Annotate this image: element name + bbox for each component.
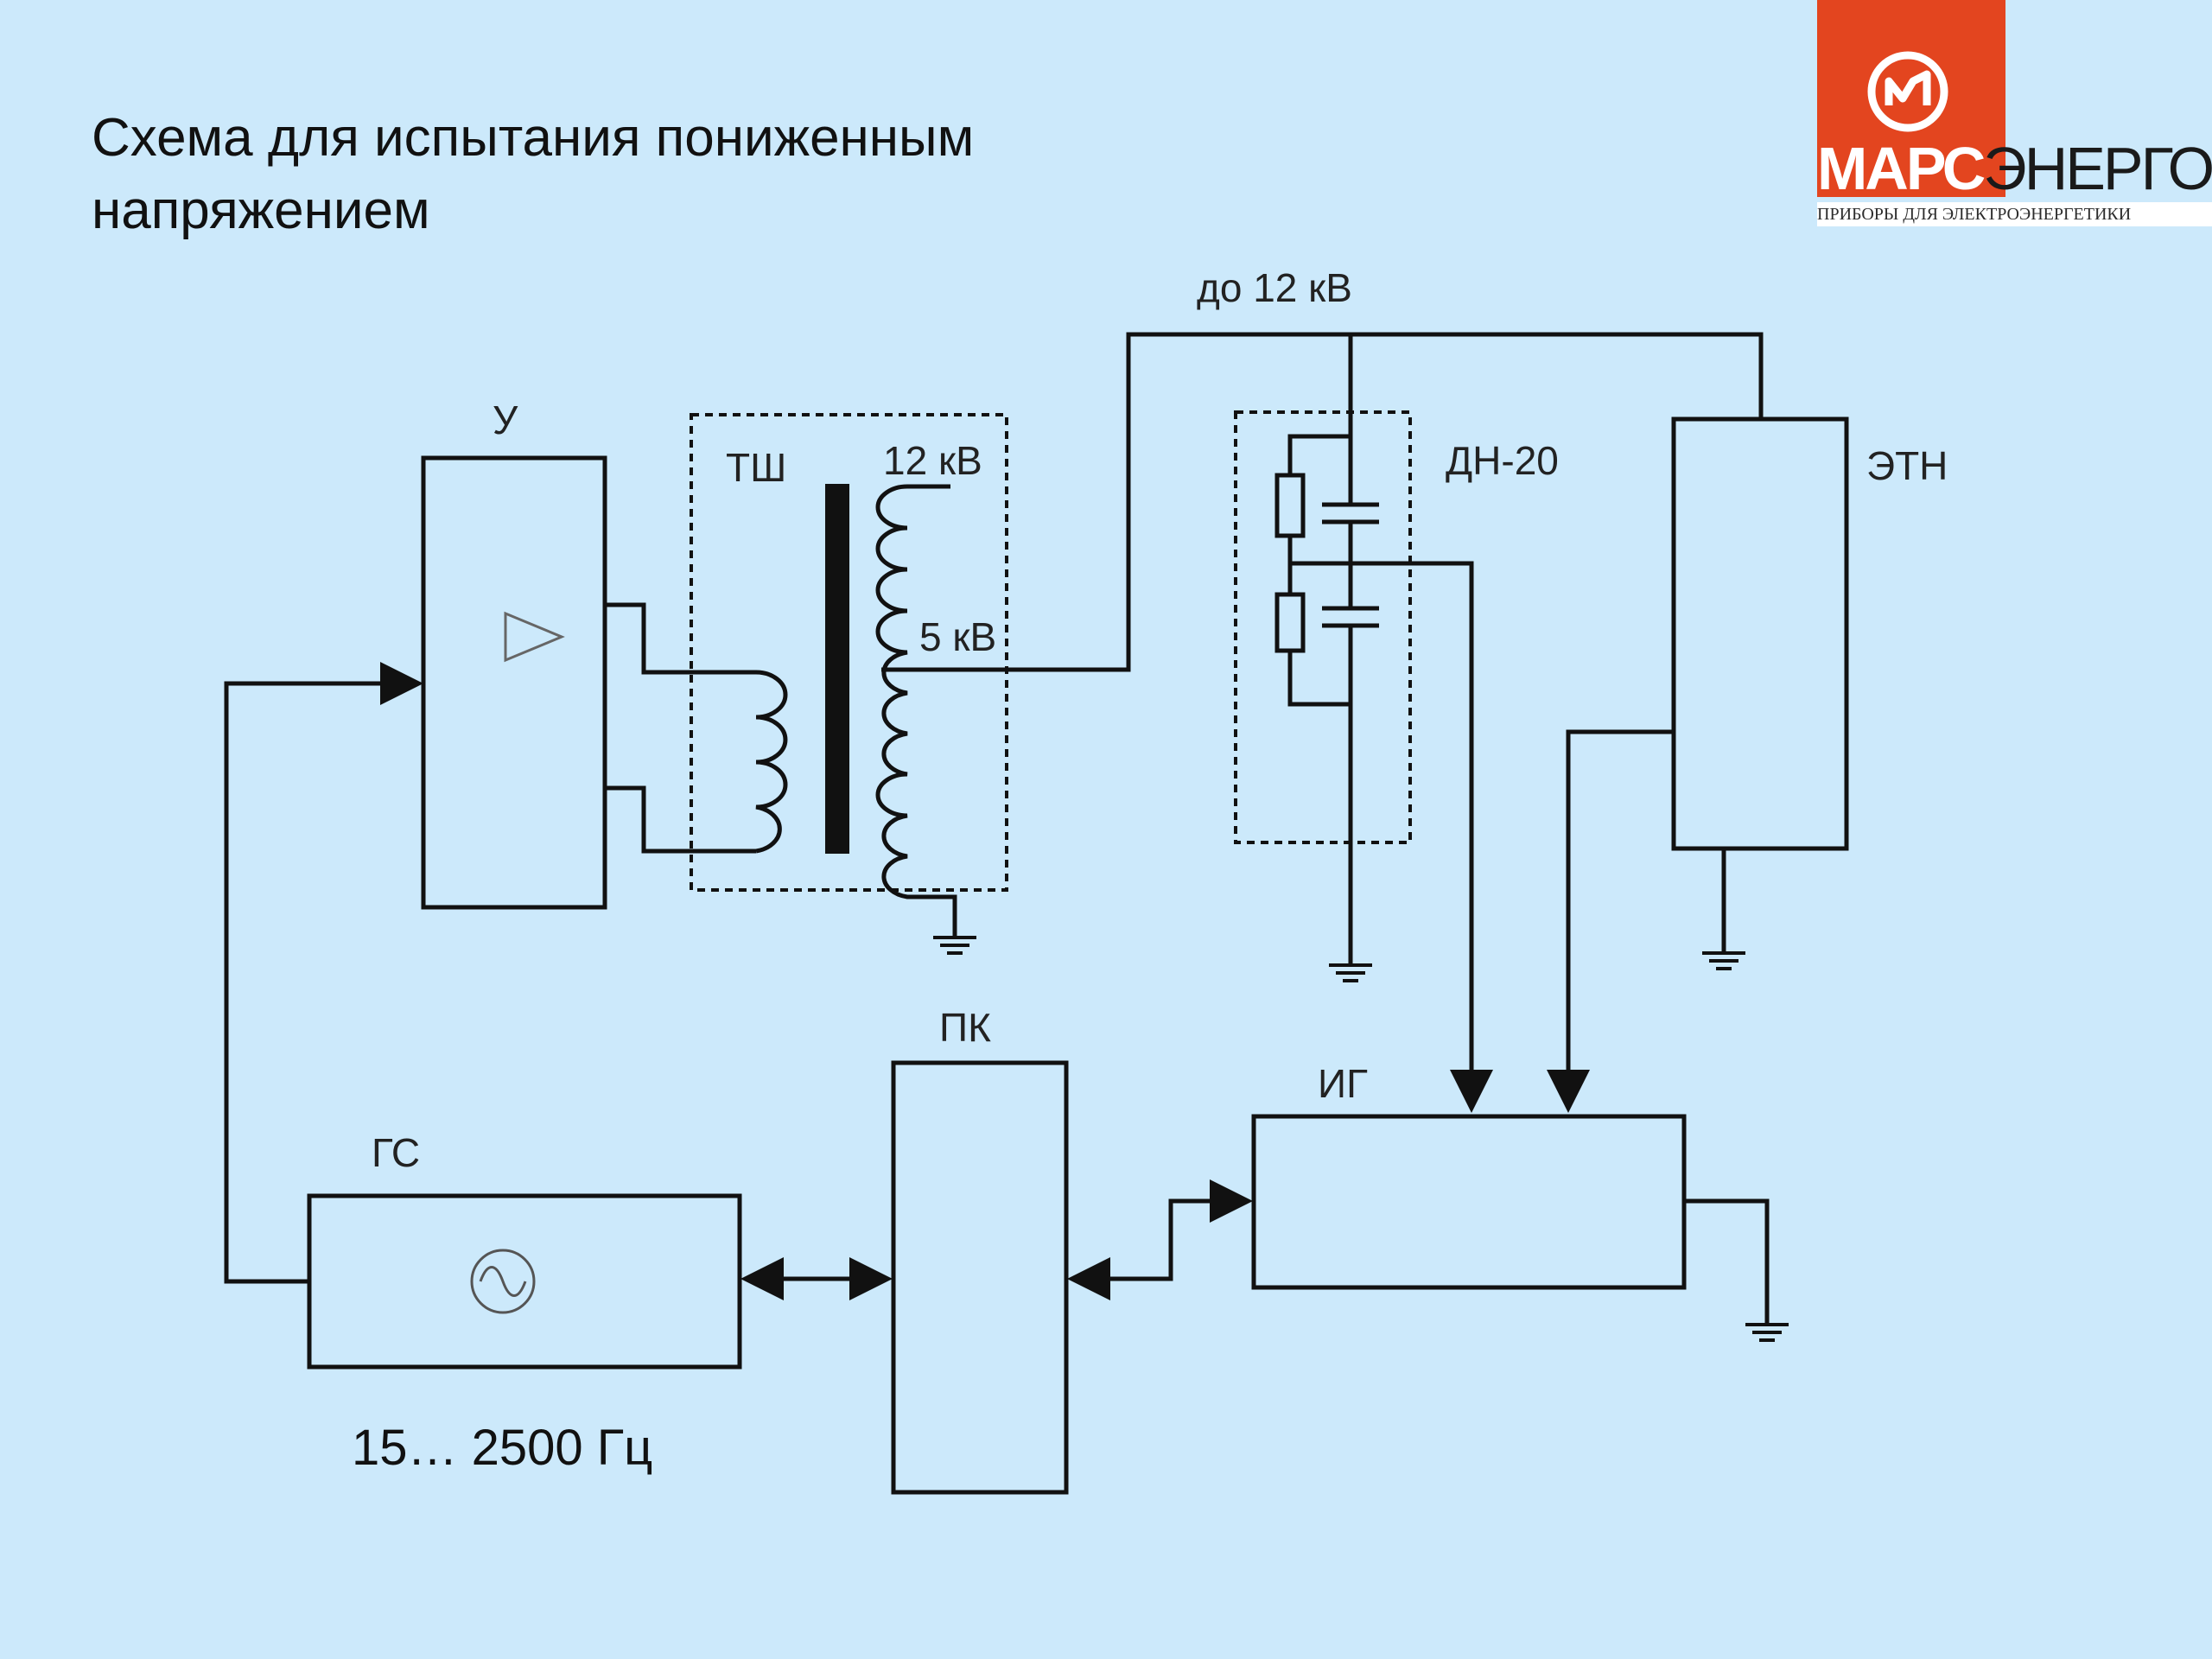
amplifier-block — [421, 455, 607, 910]
label-meter: ИГ — [1318, 1061, 1368, 1106]
logo-brand: МАРСЭНЕРГО — [1817, 138, 2212, 199]
logo-tagline: ПРИБОРЫ ДЛЯ ЭЛЕКТРОЭНЕРГЕТИКИ — [1817, 202, 2212, 226]
capacitor-2-icon — [1322, 606, 1379, 628]
divider-resistor1-bottom — [1287, 536, 1351, 566]
reference-divider-block — [1671, 416, 1849, 851]
label-amplifier: У — [493, 397, 518, 442]
wire-reference-meter — [1547, 729, 1674, 1113]
label-divider: ДН-20 — [1446, 438, 1559, 483]
transformer-core — [825, 484, 849, 854]
secondary-winding — [875, 484, 957, 938]
wire-converter-meter — [1067, 1179, 1253, 1300]
divider-resistor2-bottom — [1287, 651, 1351, 707]
primary-winding — [755, 670, 788, 854]
label-transformer: ТШ — [726, 445, 786, 490]
ground-meter-icon — [1745, 1323, 1789, 1342]
ground-divider-icon — [1329, 963, 1372, 982]
resistor-2-icon — [1274, 592, 1306, 653]
capacitor-1-icon — [1322, 502, 1379, 524]
divider-dn20-enclosure — [1234, 410, 1412, 844]
slide-title: Схема для испытания пониженным напряжени… — [92, 102, 974, 247]
logo-brand-part2: ЭНЕРГО — [1983, 135, 2212, 202]
amplifier-triangle-icon — [504, 611, 565, 663]
converter-block — [891, 1060, 1069, 1495]
logo-red-block — [1817, 0, 2005, 197]
wire-generator-amplifier — [224, 662, 423, 1284]
ground-reference-icon — [1702, 951, 1745, 970]
marsenergo-logo: МАРСЭНЕРГО ПРИБОРЫ ДЛЯ ЭЛЕКТРОЭНЕРГЕТИКИ — [1817, 0, 2212, 226]
label-voltage-up-to: до 12 кВ — [1197, 265, 1352, 310]
label-generator: ГС — [372, 1130, 420, 1175]
generator-sine-icon — [479, 1266, 527, 1297]
label-converter: ПК — [939, 1005, 991, 1050]
wire-divider-meter — [1290, 561, 1493, 1113]
generator-ac-icon — [470, 1249, 536, 1314]
wire-meter-ground — [1684, 1198, 1770, 1325]
label-reference-divider: ЭТН — [1866, 443, 1948, 488]
hv-bus-wire — [881, 332, 1764, 672]
label-tap-12kv: 12 кВ — [883, 438, 982, 483]
slide-title-line1: Схема для испытания пониженным — [92, 108, 975, 168]
slide-title-line2: напряжением — [92, 181, 430, 240]
logo-brand-part1: МАРС — [1817, 135, 1986, 202]
meter-block — [1251, 1114, 1687, 1290]
label-frequency-range: 15… 2500 Гц — [352, 1420, 652, 1476]
ground-transformer-icon — [933, 936, 976, 955]
transformer-enclosure — [690, 413, 1008, 892]
resistor-1-icon — [1274, 473, 1306, 538]
label-tap-5kv: 5 кВ — [919, 614, 996, 659]
wire-amp-primary-bottom — [605, 785, 756, 854]
divider-resistor1-top — [1287, 434, 1351, 475]
wire-amp-primary-top — [605, 602, 756, 675]
logo-emblem-icon — [1867, 51, 1948, 132]
